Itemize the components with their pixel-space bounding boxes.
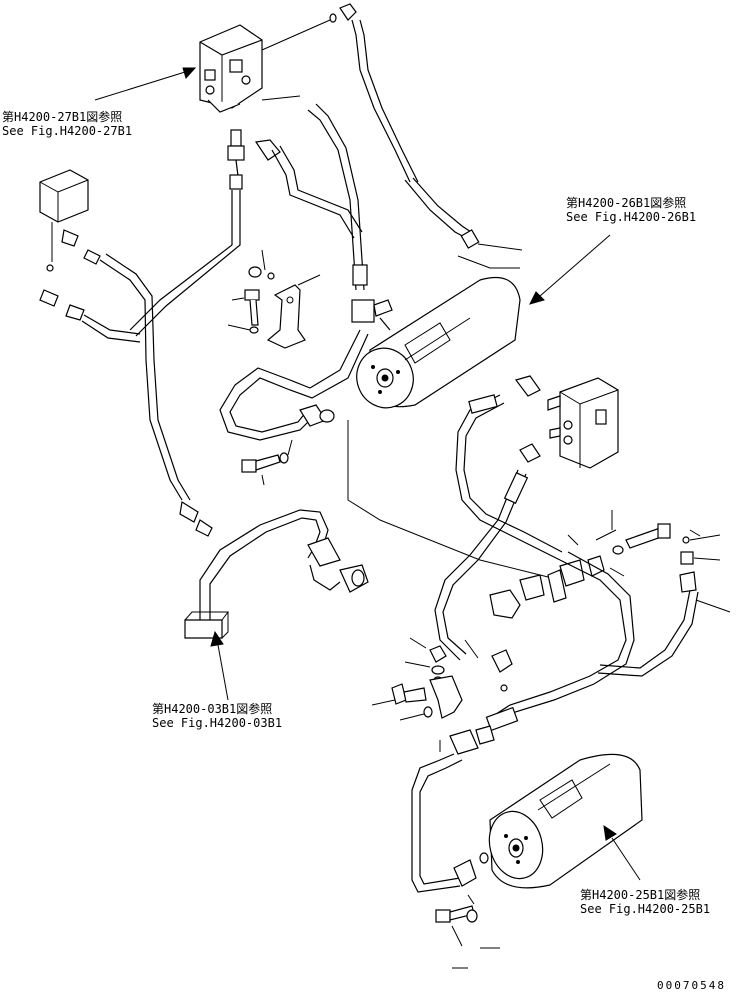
callout-bottom-right: 第H4200-25B1図参照 See Fig.H4200-25B1 [580,888,711,916]
hose-c-icon [129,174,243,337]
tee-fitting-icon [227,129,245,177]
upper-accumulator-icon [356,276,521,409]
hose-a-icon [351,19,480,249]
right-elbow-fittings-icon [514,375,541,463]
callout-top-right-en: See Fig.H4200-26B1 [566,210,697,224]
bolt-set-d-icon [435,894,500,969]
callout-top-left-en: See Fig.H4200-27B1 [2,124,133,138]
lower-pipe-icon [411,725,495,893]
callout-top-right-jp: 第H4200-26B1図参照 [566,196,687,210]
callout-bottom-right-jp: 第H4200-25B1図参照 [580,888,701,902]
callout-top-left: 第H4200-27B1図参照 See Fig.H4200-27B1 [2,110,133,138]
top-valve-block-icon [199,19,331,113]
junction-block-icon [39,169,89,272]
right-bolt-set-icon [611,510,731,613]
top-elbow-fitting-icon [329,3,357,23]
right-hose-icon [434,394,563,661]
lower-accumulator-icon [488,753,643,889]
leader-lines-icon [457,243,625,577]
bolt-set-c-icon [371,637,513,721]
hose-d-icon [254,139,363,239]
hose-e-icon [39,229,213,537]
callout-top-left-jp: 第H4200-27B1図参照 [2,110,123,124]
right-valve-block-icon [547,377,619,469]
hose-b-icon [307,103,368,291]
callout-mid-left-en: See Fig.H4200-03B1 [152,716,283,730]
bolt-set-a-icon [227,249,275,334]
callout-bottom-right-en: See Fig.H4200-25B1 [580,902,711,916]
tank-fitting-icon [351,299,393,331]
callout-mid-left: 第H4200-03B1図参照 See Fig.H4200-03B1 [152,702,283,730]
upper-tube-icon [219,329,561,581]
bolt-set-b-icon [241,439,293,486]
drawing-number: 00070548 [657,979,726,992]
callout-mid-left-jp: 第H4200-03B1図参照 [152,702,273,716]
left-pipe-icon [184,509,369,639]
callout-arrows-icon [94,67,641,881]
callout-top-right: 第H4200-26B1図参照 See Fig.H4200-26B1 [566,196,697,224]
lower-right-hose-icon [485,551,699,732]
clamp-set-icon [489,529,617,619]
bracket-a-icon [266,274,321,349]
